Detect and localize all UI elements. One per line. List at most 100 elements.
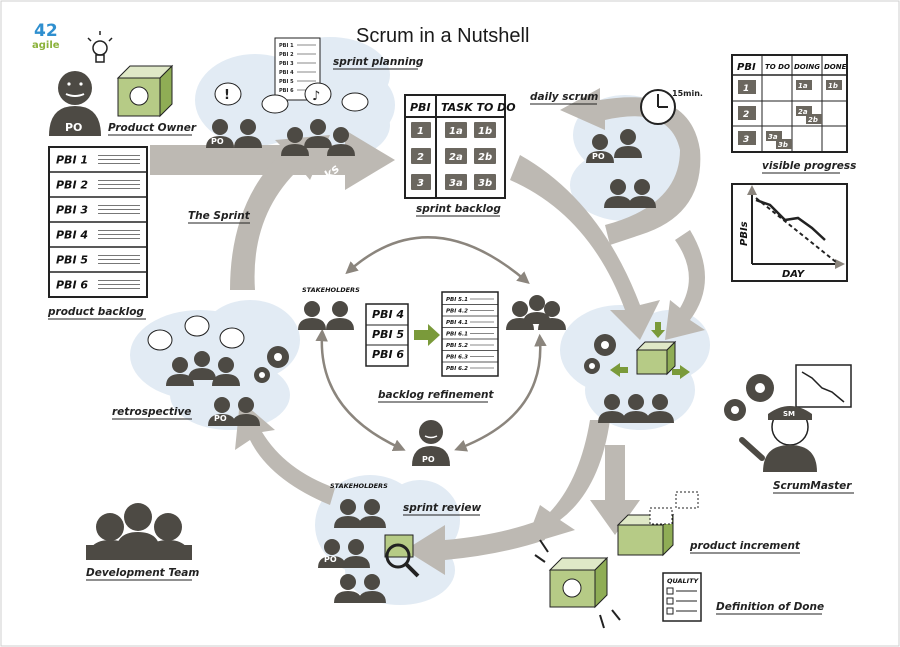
svg-text:PO: PO xyxy=(65,121,82,134)
planning-doc-item: PBI 5 xyxy=(279,79,294,85)
refinement-after-item: PBI 6.2 xyxy=(446,366,468,372)
visible-progress-label: visible progress xyxy=(762,160,856,172)
task-card-label: 1a xyxy=(449,126,463,137)
refinement-after-item: PBI 4.1 xyxy=(446,320,468,326)
sprint-planning-label: sprint planning xyxy=(333,56,424,68)
sprint-label: The Sprint xyxy=(188,210,251,222)
thought-bubble-icon xyxy=(341,92,369,112)
task-card xyxy=(445,148,467,164)
planning-doc-item: PBI 2 xyxy=(279,52,294,58)
svg-text:3b: 3b xyxy=(778,141,788,149)
wrench-icon xyxy=(739,437,765,461)
product-owner-label: Product Owner xyxy=(108,122,197,134)
daily-scrum-label: daily scrum xyxy=(530,91,598,103)
task-card-label: 3b xyxy=(478,178,492,189)
lightbulb-icon xyxy=(87,31,113,63)
svg-text:1a: 1a xyxy=(798,82,808,90)
daily-scrum: daily scrum 15min. PO xyxy=(530,89,703,208)
task-card xyxy=(445,122,467,138)
refinement-before-item: PBI 5 xyxy=(372,328,404,341)
planning-doc-item: PBI 1 xyxy=(279,43,294,49)
svg-text:STAKEHOLDERS: STAKEHOLDERS xyxy=(302,286,360,294)
retrospective: PO retrospective xyxy=(112,315,289,426)
svg-text:PO: PO xyxy=(592,152,605,161)
progress-task-card xyxy=(806,114,822,124)
work-people xyxy=(598,394,674,423)
task-card xyxy=(445,174,467,190)
product-backlog-item: PBI 4 xyxy=(56,229,88,242)
po-head xyxy=(58,71,92,105)
product-increment-label: product increment xyxy=(689,540,801,552)
thought-bubble-icon xyxy=(261,94,289,114)
arrow-daily-loop xyxy=(560,88,701,245)
progress-task-card xyxy=(766,131,782,141)
svg-text:PBI: PBI xyxy=(737,62,756,73)
quality-checklist-icon xyxy=(662,572,702,622)
svg-text:1: 1 xyxy=(743,84,749,94)
increment-cube-icon xyxy=(635,340,677,376)
progress-task-card xyxy=(796,80,812,90)
smile-bubble-icon xyxy=(219,327,245,349)
progress-task-card xyxy=(776,139,792,149)
gear-icon xyxy=(724,374,774,421)
task-card xyxy=(474,148,496,164)
svg-text:DONE: DONE xyxy=(824,63,847,71)
task-card-label: 3a xyxy=(449,178,463,189)
svg-text:!: ! xyxy=(224,88,230,103)
svg-text:PBIs: PBIs xyxy=(739,221,750,246)
refinement-after-item: PBI 4.2 xyxy=(446,309,468,315)
arrow-daily-out xyxy=(665,230,705,340)
work-in-progress xyxy=(584,322,690,423)
page-title: Scrum in a Nutshell xyxy=(356,25,529,47)
music-bubble-icon xyxy=(304,82,332,106)
refinement-after-item: PBI 5.2 xyxy=(446,343,468,349)
pbi-card xyxy=(411,174,431,190)
sprint-planning: PBI 1 PBI 2 PBI 3 PBI 4 PBI 5 PBI 6 sprint pl… xyxy=(206,37,424,156)
increment-stack-icon xyxy=(616,491,699,557)
svg-text:♪: ♪ xyxy=(312,89,320,104)
product-backlog-item: PBI 5 xyxy=(56,254,88,267)
progress-task-card xyxy=(826,80,842,90)
backlog-refinement-label: backlog refinement xyxy=(378,389,494,401)
product-backlog-item: PBI 1 xyxy=(56,154,88,167)
arrow-down-right xyxy=(525,420,610,545)
scrum-master-label: ScrumMaster xyxy=(773,480,852,492)
product-box-icon xyxy=(116,64,174,118)
progress-pbi-card xyxy=(738,80,756,94)
task-card xyxy=(474,174,496,190)
refinement-after-item: PBI 5.1 xyxy=(446,297,468,303)
timebox-label: 15min. xyxy=(672,89,703,98)
refinement-after-item: PBI 6.1 xyxy=(446,332,468,338)
svg-text:DOING: DOING xyxy=(794,63,820,71)
product-increment: product increment QUALITY Definition of … xyxy=(534,491,824,629)
task-card-label: 1b xyxy=(478,126,492,137)
svg-text:3: 3 xyxy=(743,135,749,145)
sprint-review-label: sprint review xyxy=(403,502,482,514)
refinement-arrow-icon xyxy=(414,324,440,346)
refinement-team xyxy=(506,295,566,330)
svg-text:PO: PO xyxy=(422,455,435,464)
refinement-before-item: PBI 6 xyxy=(372,348,404,361)
idea-bubble-icon xyxy=(184,315,210,337)
arrow-to-work xyxy=(510,155,660,340)
retrospective-label: retrospective xyxy=(112,406,191,418)
svg-text:2b: 2b xyxy=(808,116,818,124)
pbi-card xyxy=(411,148,431,164)
planning-doc-item: PBI 6 xyxy=(279,88,294,94)
planning-doc-item: PBI 4 xyxy=(279,70,294,76)
planning-doc-item: PBI 3 xyxy=(279,61,294,67)
task-card xyxy=(474,122,496,138)
pbi-card xyxy=(411,122,431,138)
svg-text:TASK TO DO: TASK TO DO xyxy=(441,101,516,114)
sprint-backlog-label: sprint backlog xyxy=(416,203,501,215)
speech-bubble-icon xyxy=(214,82,242,106)
task-card-label: 2b xyxy=(478,152,492,163)
arrow-to-review xyxy=(405,520,545,575)
refinement-after-item: PBI 6.3 xyxy=(446,355,468,361)
agile42-logo: 42 agile xyxy=(32,21,60,51)
